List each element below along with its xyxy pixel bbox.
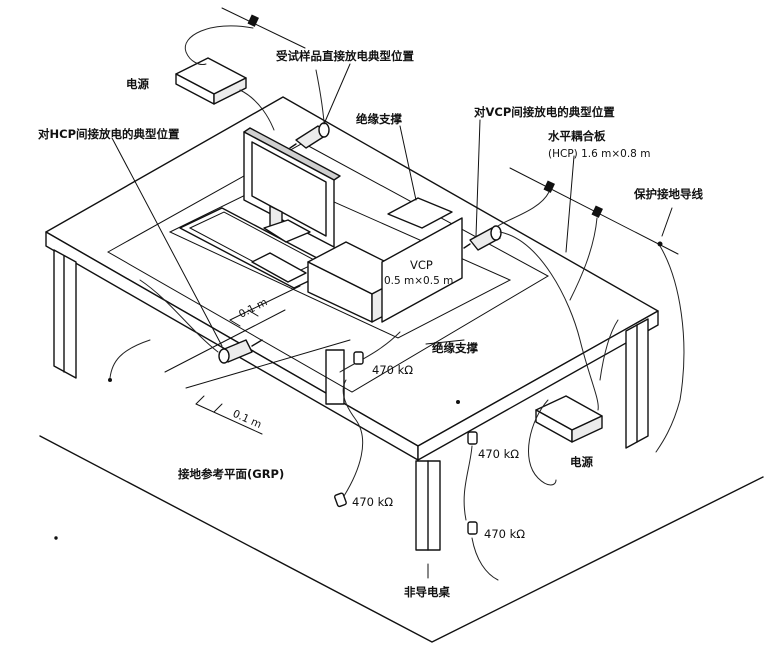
- ground-clamp-2: [591, 205, 603, 218]
- cable-power-top: [184, 25, 254, 65]
- cable-vcp-gun: [499, 231, 599, 411]
- dimension-tick: [195, 395, 205, 405]
- esd-gun-vcp-end: [490, 225, 502, 241]
- cable-eut-gun-top: [315, 69, 325, 123]
- power-supply-bottom-side: [571, 415, 603, 443]
- label-power-top: 电源: [126, 77, 149, 91]
- cable-hcp-gun: [139, 279, 219, 353]
- dimension-tick: [229, 319, 241, 327]
- label-power-bottom: 电源: [570, 455, 593, 469]
- esd-gun-tip: [463, 243, 471, 249]
- ground-dot: [657, 241, 663, 247]
- cable-resistor-2: [463, 445, 473, 521]
- label-eut-direct: 受试样品直接放电典型位置: [276, 49, 414, 63]
- label-grp: 接地参考平面(GRP): [178, 467, 284, 481]
- label-table: 非导电桌: [404, 585, 450, 599]
- ground-reference-plane: [39, 435, 764, 643]
- mouse-pad: [251, 252, 307, 283]
- label-ground-wire: 保护接地导线: [633, 187, 703, 201]
- cable-power-bottom: [528, 399, 557, 486]
- label-vcp-discharge: 对VCP间接放电的典型位置: [474, 105, 615, 119]
- label-hcp-size: (HCP) 1.6 m×0.8 m: [548, 148, 650, 160]
- monitor-base: [263, 219, 311, 243]
- table-leg-back-left: [325, 349, 345, 405]
- resistor-4: [467, 521, 478, 535]
- leader-vcp-discharge: [475, 119, 481, 237]
- dimension-tick: [213, 403, 223, 413]
- label-res-3: 470 kΩ: [352, 495, 393, 509]
- vertical-coupling-plane: [381, 217, 463, 323]
- label-res-4: 470 kΩ: [484, 527, 525, 541]
- table-right-edge: [417, 310, 659, 461]
- dimension-line-top: [229, 285, 301, 321]
- label-res-1: 470 kΩ: [372, 363, 413, 377]
- cable-right-side: [599, 319, 619, 381]
- cable-resistor-3: [471, 537, 499, 581]
- label-vcp-name: VCP: [410, 258, 433, 272]
- horizontal-coupling-plane: [106, 142, 550, 393]
- cable-power-top-2: [239, 89, 275, 131]
- esd-gun-hcp-end: [218, 348, 230, 364]
- cable-ground-3: [655, 245, 685, 453]
- extension-line: [185, 339, 351, 389]
- cable-ground-1: [497, 191, 550, 227]
- power-supply-top-side: [213, 77, 247, 105]
- ground-clamp-top: [247, 14, 259, 27]
- leader-eut-direct: [323, 63, 351, 125]
- cable-under-table-mid: [339, 331, 401, 373]
- leader-insulation-top: [399, 125, 417, 201]
- leader-insulation-bottom: [425, 339, 465, 345]
- resistor-1: [353, 351, 364, 365]
- leader-hcp: [565, 155, 575, 253]
- label-insulation-bottom: 绝缘支撑: [432, 341, 478, 355]
- leader-hcp-discharge: [111, 137, 223, 347]
- cable-under-table-left: [109, 339, 151, 379]
- ground-clamp-1: [543, 180, 555, 193]
- wire-end-dot: [456, 400, 460, 404]
- ground-wire-top: [221, 7, 306, 49]
- label-vcp-size: 0.5 m×0.5 m: [384, 275, 453, 287]
- label-insulation-top: 绝缘支撑: [356, 112, 402, 126]
- leader-ground-wire: [661, 207, 673, 237]
- label-hcp-discharge: 对HCP间接放电的典型位置: [38, 127, 180, 141]
- cable-ground-2: [569, 217, 598, 301]
- cable-resistor-1: [342, 379, 364, 497]
- monitor-screen-inner: [251, 141, 327, 237]
- label-hcp-title: 水平耦合板: [548, 129, 606, 143]
- table-leg-front-left: [53, 249, 77, 379]
- esd-gun-tip: [251, 339, 263, 347]
- extension-line: [164, 309, 286, 373]
- insulation-support-board: [387, 197, 453, 229]
- label-res-2: 470 kΩ: [478, 447, 519, 461]
- esd-gun-tip: [289, 143, 297, 149]
- resistor-2: [467, 431, 478, 445]
- esd-gun-direct-end: [318, 122, 330, 138]
- dimension-line-bottom: [195, 403, 263, 435]
- page-dot: [54, 536, 58, 540]
- wire-end-dot: [108, 378, 112, 382]
- resistor-3: [334, 492, 347, 508]
- dimension-tick: [247, 309, 259, 317]
